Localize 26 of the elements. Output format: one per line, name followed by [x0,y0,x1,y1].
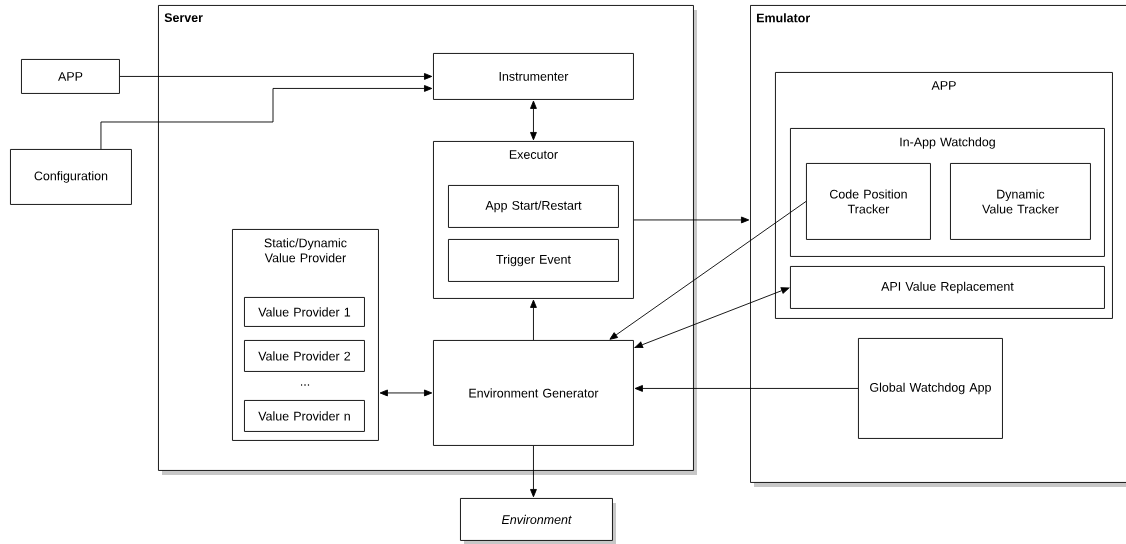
process-box: Environment Generator [433,340,634,446]
process-box: Value Provider 1 [244,297,365,327]
process-box: Instrumenter [433,53,634,100]
arrow [379,389,433,397]
process-box: App Start/Restart [448,185,619,228]
arrow [634,385,859,392]
arrow [530,445,537,498]
process-box: Value Provider n [244,400,365,432]
node-label: Emulator [757,13,810,23]
process-box: Code Position Tracker [806,163,931,240]
process-box: Configuration [10,149,132,205]
process-box: APP [21,59,120,94]
output-box: Environment [460,498,616,544]
arrow [530,299,537,341]
arrow [609,201,807,340]
arrow [633,216,750,224]
process-box: Global Watchdog App [858,338,1003,439]
ellipsis-label: ... [300,384,310,386]
arrow [119,73,433,80]
process-box: Dynamic Value Tracker [950,163,1091,240]
arrow [530,100,537,141]
process-box: Value Provider 2 [244,340,365,372]
process-box: API Value Replacement [790,266,1105,309]
process-box: Trigger Event [448,239,619,282]
arrow [100,85,433,150]
arrow [634,287,790,349]
